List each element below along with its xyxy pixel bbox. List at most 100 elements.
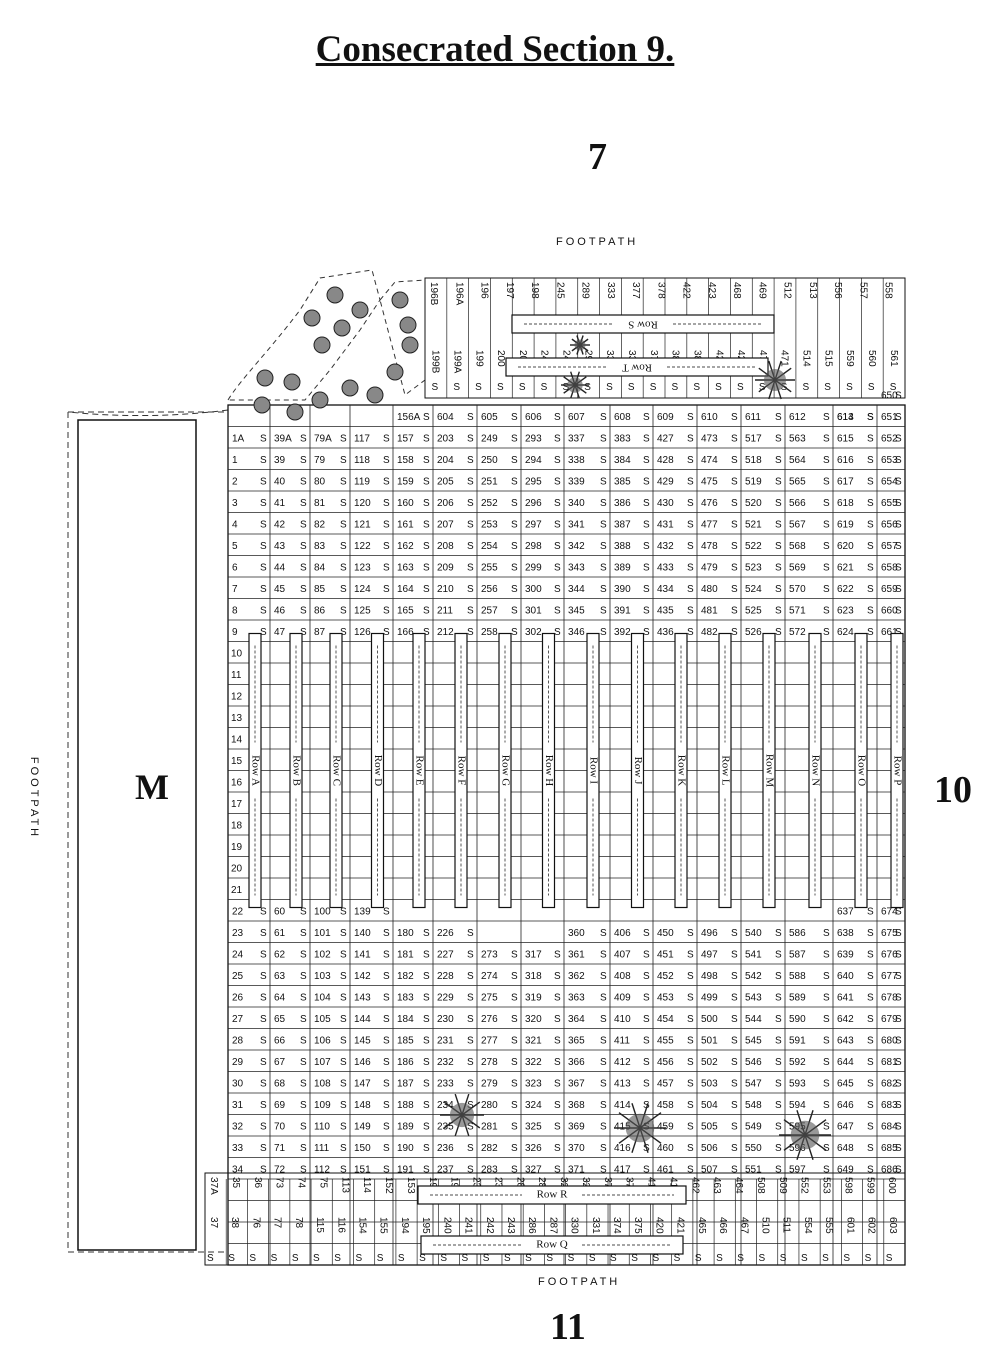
- s-marker: S: [423, 1143, 430, 1154]
- plot-number: 417: [614, 1165, 631, 1176]
- plot-number: 406: [614, 928, 631, 939]
- plot-number: 620: [837, 541, 854, 552]
- plot-number: 550: [745, 1143, 762, 1154]
- s-marker: S: [340, 520, 347, 531]
- s-marker: S: [554, 1079, 561, 1090]
- plot-number-rotated: 196: [479, 282, 490, 299]
- s-marker: S: [895, 928, 902, 939]
- plot-number: 345: [568, 606, 585, 617]
- s-marker: S: [300, 928, 307, 939]
- s-marker: S: [600, 498, 607, 509]
- plot-number: 207: [437, 520, 454, 531]
- s-marker: S: [600, 1036, 607, 1047]
- plot-number: 642: [837, 1014, 854, 1025]
- plot-number: 432: [657, 541, 674, 552]
- plot-number-rotated: 195: [420, 1217, 431, 1234]
- s-marker: S: [554, 627, 561, 638]
- plot-number: 542: [745, 971, 762, 982]
- plot-number: 613: [837, 412, 854, 423]
- s-marker: S: [643, 584, 650, 595]
- plot-number: 256: [481, 584, 498, 595]
- plot-number-rotated: 73: [274, 1177, 285, 1189]
- plot-number: 548: [745, 1100, 762, 1111]
- s-marker: S: [775, 1036, 782, 1047]
- plot-number: 521: [745, 520, 762, 531]
- plot-number: 87: [314, 627, 326, 638]
- s-marker: S: [525, 1253, 532, 1264]
- s-marker: S: [823, 584, 830, 595]
- s-marker: S: [600, 563, 607, 574]
- s-marker: S: [260, 1100, 267, 1111]
- plot-number: 364: [568, 1014, 585, 1025]
- plot-number: 652: [881, 434, 898, 445]
- plot-number: 103: [314, 971, 331, 982]
- plot-number: 507: [701, 1165, 718, 1176]
- plot-number: 112: [314, 1165, 330, 1176]
- s-marker: S: [823, 541, 830, 552]
- row-label: Row S: [628, 318, 658, 330]
- plot-number: 428: [657, 455, 674, 466]
- s-marker: S: [731, 434, 738, 445]
- s-marker: S: [775, 498, 782, 509]
- s-marker: S: [867, 971, 874, 982]
- s-marker: S: [340, 907, 347, 918]
- s-marker: S: [554, 477, 561, 488]
- plot-number: 567: [789, 520, 806, 531]
- s-marker: S: [895, 520, 902, 531]
- plot-number: 19: [231, 842, 243, 853]
- s-marker: S: [383, 1014, 390, 1025]
- plot-number: 84: [314, 563, 326, 574]
- plot-number-rotated: 194: [399, 1217, 410, 1234]
- s-marker: S: [687, 606, 694, 617]
- s-marker: S: [467, 627, 474, 638]
- plot-number-rotated: 199: [473, 350, 484, 367]
- s-marker: S: [432, 382, 439, 393]
- plot-number: 589: [789, 993, 806, 1004]
- plot-number-rotated: 465: [696, 1217, 707, 1234]
- s-marker: S: [687, 1036, 694, 1047]
- s-marker: S: [895, 1057, 902, 1068]
- s-marker: S: [340, 1143, 347, 1154]
- s-marker: S: [737, 382, 744, 393]
- plot-number: 571: [789, 606, 806, 617]
- plot-number: 159: [397, 477, 414, 488]
- s-marker: S: [300, 584, 307, 595]
- plot-number: 208: [437, 541, 454, 552]
- s-marker: S: [467, 412, 474, 423]
- plot-number: 16: [231, 778, 243, 789]
- plot-number-rotated: 37: [208, 1217, 219, 1229]
- s-marker: S: [643, 627, 650, 638]
- s-marker: S: [895, 1036, 902, 1047]
- s-marker: S: [511, 563, 518, 574]
- s-marker: S: [511, 498, 518, 509]
- s-marker: S: [886, 1253, 893, 1264]
- plot-number-rotated: 467: [738, 1217, 749, 1234]
- shrub-icon: [311, 391, 329, 409]
- plot-number: 162: [397, 541, 414, 552]
- plot-number: 481: [701, 606, 718, 617]
- s-marker: S: [260, 584, 267, 595]
- plot-number-rotated: 462: [689, 1177, 700, 1194]
- s-marker: S: [260, 1079, 267, 1090]
- plot-number: 657: [881, 541, 898, 552]
- plot-number: 150: [354, 1143, 371, 1154]
- section-number-south: 11: [550, 1306, 586, 1348]
- plot-number: 228: [437, 971, 454, 982]
- plot-number: 72: [274, 1165, 286, 1176]
- s-marker: S: [313, 1253, 320, 1264]
- s-marker: S: [775, 627, 782, 638]
- plot-number-rotated: 603: [887, 1217, 898, 1234]
- plot-number: 231: [437, 1036, 454, 1047]
- plot-number: 431: [657, 520, 674, 531]
- s-marker: S: [300, 1165, 307, 1176]
- s-marker: S: [383, 498, 390, 509]
- s-marker: S: [687, 584, 694, 595]
- s-marker: S: [867, 627, 874, 638]
- plot-number: 365: [568, 1036, 585, 1047]
- plot-number: 362: [568, 971, 585, 982]
- plot-number: 166: [397, 627, 414, 638]
- s-marker: S: [467, 563, 474, 574]
- s-marker: S: [600, 928, 607, 939]
- row-bar: [370, 632, 385, 909]
- plot-number: 107: [314, 1057, 331, 1068]
